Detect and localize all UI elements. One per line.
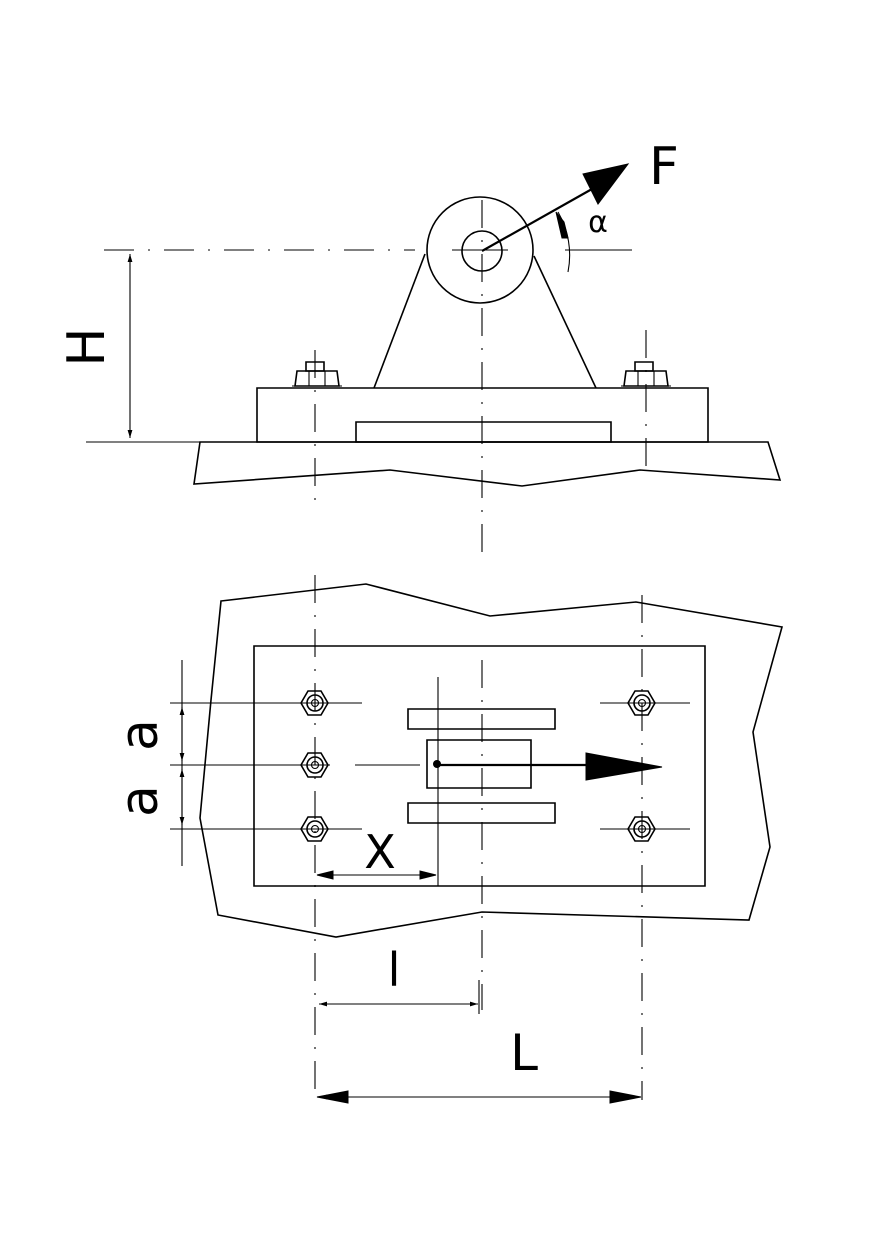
bolt-right-top (628, 691, 655, 715)
dimension-L-arrow-right (610, 1091, 641, 1103)
bearing-eye-outer (427, 197, 533, 303)
label-a-top: a (110, 719, 170, 751)
label-L: L (510, 1024, 538, 1082)
label-alpha: α (588, 205, 608, 240)
label-x: X (364, 825, 396, 879)
plan-force-arrowhead (586, 753, 662, 780)
label-h: H (57, 327, 117, 366)
plan-force-origin (434, 761, 441, 768)
angle-arc-arrow (556, 212, 568, 238)
dimension-x-arrow-right (420, 871, 436, 879)
pedestal-left-edge (374, 254, 425, 388)
foundation-outline (200, 584, 782, 937)
ground-block (194, 442, 780, 486)
slot-bottom (408, 803, 555, 823)
bolt-left-top (301, 691, 328, 715)
label-f: F (649, 137, 679, 197)
label-a-bottom: a (110, 785, 170, 817)
pedestal-right-edge (534, 256, 596, 388)
side-view: H F α (57, 137, 780, 560)
force-arrowhead (583, 164, 628, 204)
plan-view: a a X l L (110, 575, 782, 1103)
bolt-right-side (621, 330, 671, 470)
bolt-right-bottom (628, 817, 655, 841)
bolt-left-bottom (301, 817, 328, 841)
bolt-left-side (292, 350, 342, 500)
bolt-left-mid (301, 753, 328, 777)
dimension-L-arrow-left (317, 1091, 348, 1103)
base-plate (254, 646, 705, 886)
label-l-small: l (388, 943, 401, 997)
dimension-x-arrow-left (317, 871, 333, 879)
support-slot (356, 422, 611, 442)
force-vector-shaft (482, 189, 592, 251)
